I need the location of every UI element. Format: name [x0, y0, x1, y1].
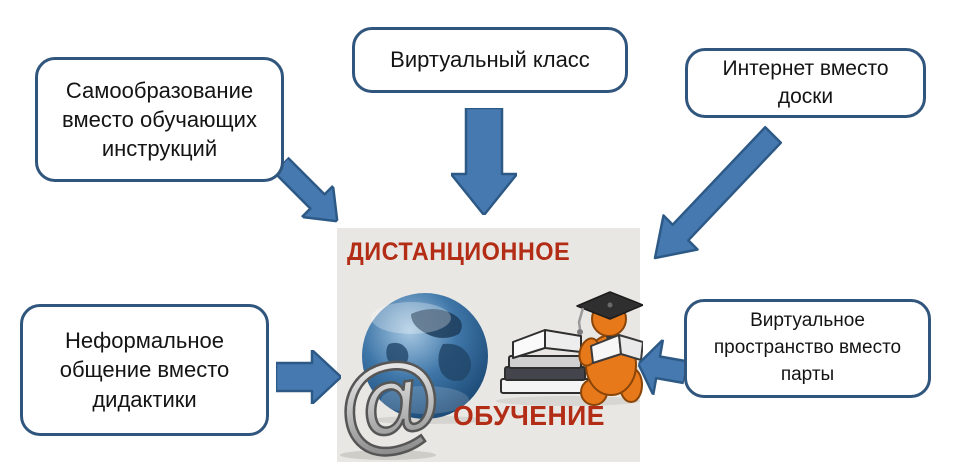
center-illustration: ДИСТАНЦИОННОЕ: [333, 228, 643, 462]
arrow-internet-to-center: [653, 125, 783, 260]
box-virtual-class: Виртуальный класс: [352, 27, 628, 93]
box-internet-board-label: Интернет вместо доски: [722, 57, 889, 108]
box-virtual-class-label: Виртуальный класс: [390, 47, 590, 72]
box-internet-board: Интернет вместо доски: [685, 48, 926, 118]
center-title-bottom: ОБУЧЕНИЕ: [453, 400, 605, 431]
graduate-figure-icon: [496, 291, 643, 406]
arrow-informal-to-center: [276, 350, 341, 404]
box-virtual-space-label: Виртуальное пространство вместо парты: [713, 310, 902, 385]
box-informal-communication: Неформальное общение вместо дидактики: [20, 304, 269, 436]
globe-icon: [362, 293, 488, 424]
arrow-self-education-to-center: [272, 156, 339, 223]
graduation-cap-icon: [576, 291, 643, 335]
arrow-virtual-space-to-center: [637, 338, 689, 397]
arrow-virtual-class-to-center: [451, 108, 517, 215]
box-informal-communication-label: Неформальное общение вместо дидактики: [59, 328, 230, 412]
center-title-top: ДИСТАНЦИОННОЕ: [347, 238, 571, 266]
open-book-icon: [590, 334, 643, 364]
box-self-education-label: Самообразование вместо обучающих инструк…: [62, 77, 257, 162]
box-virtual-space: Виртуальное пространство вместо парты: [684, 299, 931, 398]
book-stack-icon: [500, 329, 590, 394]
at-sign-icon: @: [333, 344, 450, 462]
box-self-education: Самообразование вместо обучающих инструк…: [35, 57, 284, 182]
svg-text:@: @: [333, 344, 449, 462]
